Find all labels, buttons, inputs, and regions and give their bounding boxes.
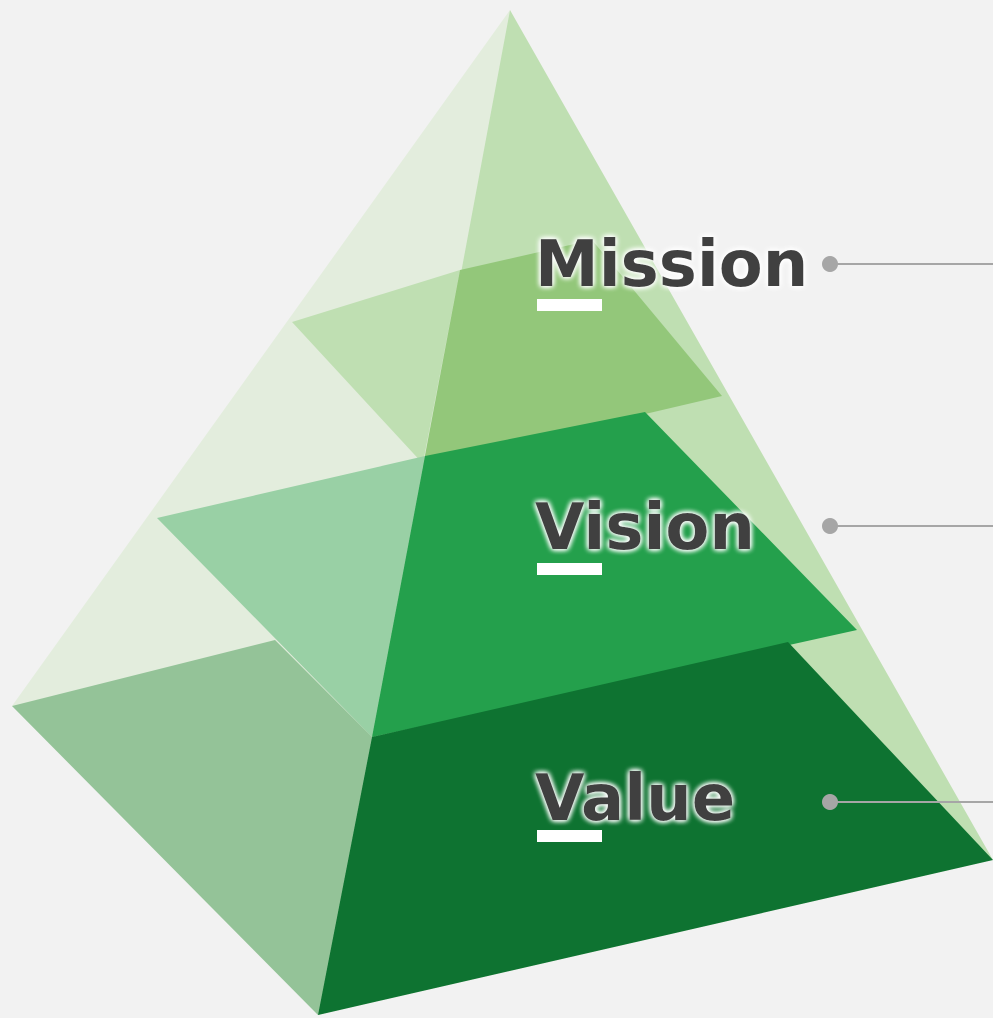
mission-underline xyxy=(537,299,602,311)
tier-value-front-slab xyxy=(318,642,993,1015)
vision-connector-dot xyxy=(822,518,838,534)
tier-mission-front-slab xyxy=(423,240,722,466)
mission-connector-dot xyxy=(822,256,838,272)
mission-label: Mission xyxy=(535,228,808,302)
value-connector xyxy=(822,794,993,810)
value-connector-dot xyxy=(822,794,838,810)
vision-underline xyxy=(537,563,602,575)
tier-mission-left-slab xyxy=(292,270,460,466)
mission-connector xyxy=(822,256,993,272)
tier-value-left-slab xyxy=(12,640,372,1015)
tier-vision-left-slab xyxy=(157,456,425,737)
value-label: Value xyxy=(535,762,735,836)
vision-connector xyxy=(822,518,993,534)
value-underline xyxy=(537,830,602,842)
vision-label: Vision xyxy=(535,491,755,565)
